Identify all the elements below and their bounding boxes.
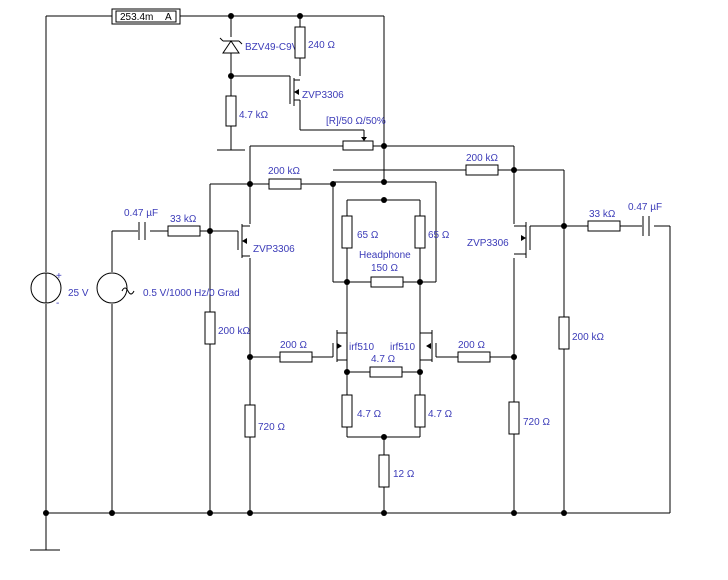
- resistor-200k-right-bias: [558, 316, 570, 350]
- resistor-33k-right: [587, 220, 621, 232]
- label-r-65-right: 65 Ω: [428, 230, 450, 241]
- label-r-4r7-right: 4.7 Ω: [428, 409, 453, 420]
- label-signal-source: 0.5 V/1000 Hz/0 Grad: [143, 288, 240, 299]
- label-battery: 25 V: [68, 288, 89, 299]
- mosfet-top: [289, 78, 300, 106]
- label-r-200k-right-bias: 200 kΩ: [572, 332, 604, 343]
- capacitor-right: [642, 216, 650, 236]
- resistor-4k7-top: [225, 95, 237, 127]
- resistor-200k-right-fb: [465, 164, 499, 176]
- mosfet-irf-right: [420, 330, 437, 362]
- label-mosfet-left: ZVP3306: [253, 244, 295, 255]
- junction-dots: [43, 13, 567, 516]
- label-r-12: 12 Ω: [393, 469, 415, 480]
- resistor-720-left: [244, 404, 256, 438]
- resistor-240: [294, 26, 306, 59]
- resistor-720-right: [508, 401, 520, 435]
- label-r-200-right-gate: 200 Ω: [458, 340, 485, 351]
- potentiometer: [342, 140, 374, 151]
- label-r-720-right: 720 Ω: [523, 417, 550, 428]
- resistor-200-left-gate: [279, 351, 313, 363]
- resistor-200k-left-fb: [268, 178, 302, 190]
- ammeter-unit: A: [165, 12, 172, 23]
- label-pot: [R]/50 Ω/50%: [326, 116, 386, 127]
- label-r-4r7-left: 4.7 Ω: [357, 409, 382, 420]
- label-mosfet-right: ZVP3306: [467, 238, 509, 249]
- label-r-200k-left-bias: 200 kΩ: [218, 326, 250, 337]
- resistor-4r7-mid: [369, 366, 403, 378]
- resistor-4r7-left: [341, 394, 353, 428]
- label-cap-right: 0.47 µF: [628, 202, 662, 213]
- signal-source: [96, 272, 135, 304]
- label-r-150: 150 Ω: [371, 263, 398, 274]
- label-cap-left: 0.47 µF: [124, 208, 158, 219]
- label-irf-left: irf510: [349, 342, 374, 353]
- zener-diode: [219, 37, 243, 54]
- mosfet-right: [514, 222, 531, 258]
- label-r-65-left: 65 Ω: [357, 230, 379, 241]
- label-r-720-left: 720 Ω: [258, 422, 285, 433]
- resistor-33k-left: [167, 225, 201, 237]
- resistor-65-left: [341, 215, 353, 249]
- label-irf-right: irf510: [390, 342, 415, 353]
- battery-plus-sign: +: [56, 271, 62, 282]
- label-r-4r7-mid: 4.7 Ω: [371, 354, 396, 365]
- resistor-200-right-gate: [457, 351, 491, 363]
- label-headphone: Headphone: [359, 250, 411, 261]
- resistor-200k-left-bias: [204, 311, 216, 345]
- label-r-33k-right: 33 kΩ: [589, 209, 616, 220]
- sine-wave-icon: [121, 287, 135, 295]
- ammeter-reading: 253.4m: [120, 12, 153, 23]
- ammeter: 253.4m A: [111, 8, 181, 25]
- battery: [30, 272, 62, 304]
- label-r-200k-left-fb: 200 kΩ: [268, 166, 300, 177]
- battery-minus-sign: -: [56, 298, 59, 309]
- resistor-4r7-right: [414, 394, 426, 428]
- capacitor-left: [138, 222, 146, 240]
- resistor-12: [378, 454, 390, 488]
- label-r-200k-right-fb: 200 kΩ: [466, 153, 498, 164]
- label-r-33k-left: 33 kΩ: [170, 214, 197, 225]
- label-zener: BZV49-C9V1: [245, 42, 304, 53]
- mosfet-left: [237, 224, 250, 258]
- label-r-200-left-gate: 200 Ω: [280, 340, 307, 351]
- mosfet-irf-left: [332, 330, 347, 362]
- resistor-65-right: [414, 215, 426, 249]
- resistor-150: [370, 276, 404, 288]
- label-r-240: 240 Ω: [308, 40, 335, 51]
- label-mosfet-top: ZVP3306: [302, 90, 344, 101]
- label-r-4k7-top: 4.7 kΩ: [239, 110, 269, 121]
